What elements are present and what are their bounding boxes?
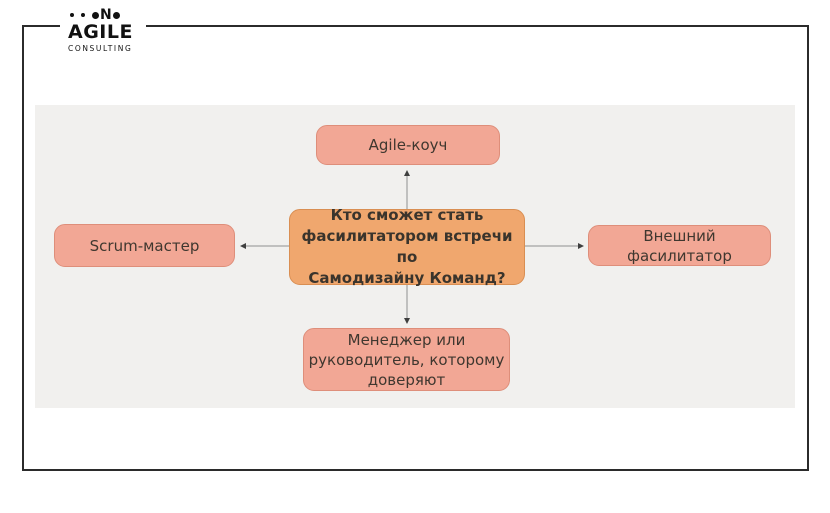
brand-subtitle: CONSULTING	[68, 44, 133, 53]
logo-dot-icon	[92, 11, 99, 19]
node-agile-coach: Agile-коуч	[316, 125, 500, 165]
node-label-line: доверяют	[367, 370, 446, 389]
node-scrum-master: Scrum-мастер	[54, 224, 235, 267]
logo-dot-icon	[112, 11, 120, 19]
node-label: Agile-коуч	[368, 136, 448, 154]
node-trusted-manager: Менеджер или руководитель, которому дове…	[303, 328, 510, 391]
node-label: Внешний фасилитатор	[627, 226, 732, 265]
brand-logo: N AGILE CONSULTING	[60, 3, 146, 53]
logo-dot-icon	[81, 13, 85, 17]
node-label: Scrum-мастер	[89, 236, 200, 255]
node-central-question: Кто сможет стать фасилитатором встречи п…	[289, 206, 525, 287]
diagram-panel: Agile-коуч Scrum-мастер Кто сможет стать…	[35, 105, 795, 408]
logo-mark: N	[100, 7, 112, 23]
center-question-line: Самодизайну Команд?	[308, 269, 506, 287]
node-label-line: Менеджер или	[347, 330, 466, 349]
logo-dot-icon	[70, 13, 74, 17]
node-external-facilitator: Внешний фасилитатор	[588, 225, 771, 266]
brand-name: AGILE	[68, 21, 133, 43]
center-question-line: фасилитатором встречи по	[301, 227, 513, 266]
node-label-line: руководитель, которому	[308, 350, 505, 369]
center-question-line: Кто сможет стать	[330, 206, 484, 224]
logo-dots-icon: N	[68, 8, 146, 22]
